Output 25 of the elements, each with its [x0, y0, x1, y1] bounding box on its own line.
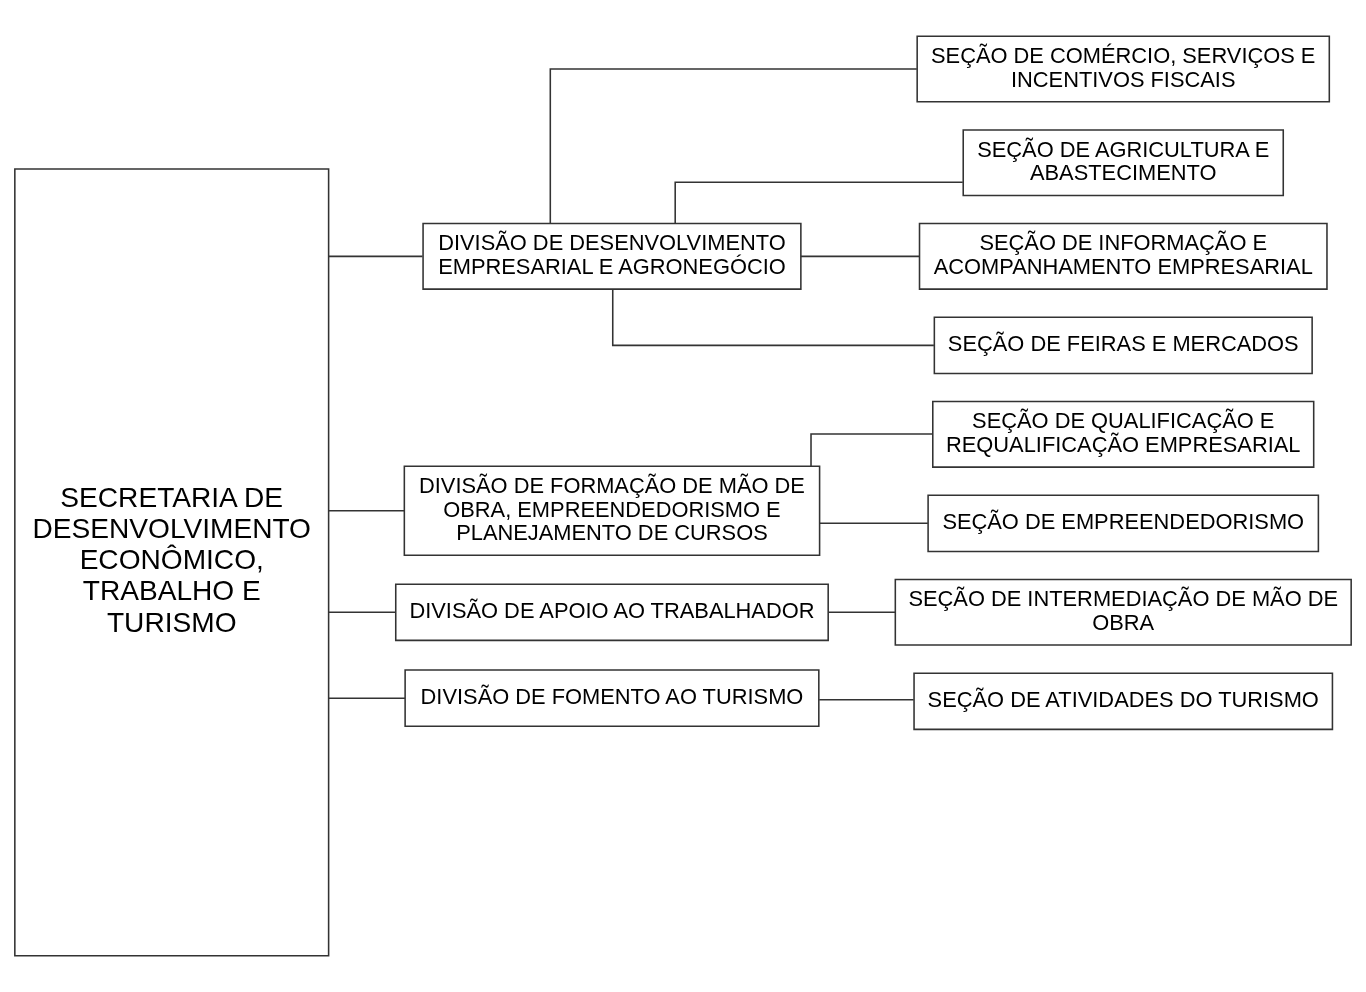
- connector: [328, 255, 424, 258]
- node-box: SEÇÃO DE FEIRAS E MERCADOS: [933, 316, 1313, 375]
- connector: [810, 433, 934, 467]
- node-box: SEÇÃO DE EMPREENDEDORISMO: [927, 494, 1320, 553]
- node-box: SEÇÃO DE AGRICULTURA E ABASTECIMENTO: [962, 129, 1285, 197]
- node-box: SEÇÃO DE INTERMEDIAÇÃO DE MÃO DE OBRA: [894, 578, 1352, 646]
- connector: [819, 522, 929, 525]
- node-box: SECRETARIA DE DESENVOLVIMENTO ECONÔMICO, TRABALHO E TURISMO: [14, 168, 330, 957]
- node-box: DIVISÃO DE FORMAÇÃO DE MÃO DE OBRA, EMPREENDEDORISMO E PLANEJAMENTO DE CURSOS: [403, 465, 821, 557]
- node-box: SEÇÃO DE INFORMAÇÃO E ACOMPANHAMENTO EMPRESARIAL: [918, 222, 1328, 290]
- connector: [674, 181, 964, 224]
- connector: [328, 510, 405, 512]
- connector: [549, 68, 918, 225]
- connector: [818, 698, 915, 701]
- node-box: DIVISÃO DE DESENVOLVIMENTO EMPRESARIAL E AGRONEGÓCIO: [422, 222, 802, 290]
- node-box: SEÇÃO DE QUALIFICAÇÃO E REQUALIFICAÇÃO EMPRESARIAL: [932, 400, 1315, 468]
- node-box: SEÇÃO DE ATIVIDADES DO TURISMO: [913, 672, 1334, 731]
- connector: [800, 255, 920, 258]
- connector: [328, 611, 397, 614]
- connector: [611, 288, 935, 347]
- connector: [828, 611, 896, 614]
- node-box: SEÇÃO DE COMÉRCIO, SERVIÇOS E INCENTIVOS FISCAIS: [916, 35, 1331, 103]
- node-box: DIVISÃO DE FOMENTO AO TURISMO: [404, 669, 820, 728]
- node-box: DIVISÃO DE APOIO AO TRABALHADOR: [394, 583, 829, 642]
- connector: [328, 697, 406, 699]
